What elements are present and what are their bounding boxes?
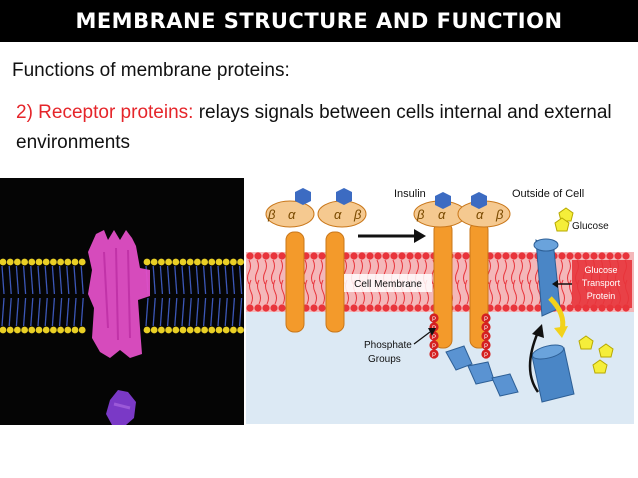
phosphate-p-label: P <box>484 353 488 359</box>
bullet-text: relays signals between cells internal an… <box>16 102 612 153</box>
insulin-label: Insulin <box>394 188 426 200</box>
recycle-arrow-icon <box>528 331 540 393</box>
phosphate-p-label: P <box>484 317 488 323</box>
transporter-vesicle <box>531 344 575 403</box>
phosphate-p-label: P <box>484 344 488 350</box>
activation-arrow-icon <box>358 229 426 243</box>
alpha-label: α <box>438 207 446 222</box>
glucose-pentagon-icon <box>578 335 594 350</box>
glucose-molecules <box>554 207 614 374</box>
phosphate-icon <box>429 340 439 350</box>
membrane-protein-shape <box>88 230 150 358</box>
glucose-transport-protein <box>533 238 561 317</box>
phosphate-p-label: P <box>432 317 436 323</box>
insulin-hexagon-icon <box>336 188 352 205</box>
phosphate-p-label: P <box>484 335 488 341</box>
ligand-molecule <box>106 390 136 425</box>
phosphate-icon <box>481 322 491 332</box>
insulin-hexagon-icon <box>295 188 311 205</box>
slide-subtitle: Functions of membrane proteins: <box>12 60 290 81</box>
insulin-hexagon-icon <box>471 192 487 209</box>
phosphate-icon <box>429 313 439 323</box>
phosphate-p-label: P <box>484 326 488 332</box>
glucose-pentagon-icon <box>592 359 608 374</box>
beta-label: β <box>353 207 362 222</box>
beta-label: β <box>267 207 276 222</box>
outside-cell-label: Outside of Cell <box>512 188 584 200</box>
transport-label: Transport <box>582 278 621 288</box>
beta-label: β <box>495 207 504 222</box>
phosphate-p-label: P <box>432 353 436 359</box>
phosphate-p-label: P <box>432 335 436 341</box>
phosphate-icon <box>481 331 491 341</box>
insulin-hexagon-icon <box>435 192 451 209</box>
transport-label: Glucose <box>584 265 617 275</box>
phosphate-label: Phosphate <box>364 340 412 351</box>
alpha-label: α <box>288 207 296 222</box>
membrane-3d-image <box>0 178 244 425</box>
signal-arrows-icon <box>445 345 519 397</box>
glucose-label: Glucose <box>572 221 609 232</box>
phosphate-p-label: P <box>432 344 436 350</box>
transport-label: Protein <box>587 291 616 301</box>
phosphate-label: Groups <box>368 354 401 365</box>
cell-membrane-label: Cell Membrane <box>354 279 422 290</box>
beta-label: β <box>416 207 425 222</box>
bullet-label: 2) Receptor proteins: <box>16 102 194 123</box>
phosphate-icon <box>429 349 439 359</box>
insulin-receptor-inactive: β α α β <box>265 188 367 333</box>
phosphate-icon <box>481 349 491 359</box>
alpha-label: α <box>476 207 484 222</box>
lipid-bilayer <box>0 258 244 334</box>
slide-title: MEMBRANE STRUCTURE AND FUNCTION <box>0 0 638 42</box>
glucose-pentagon-icon <box>598 343 614 358</box>
phosphate-icon <box>481 340 491 350</box>
alpha-label: α <box>334 207 342 222</box>
glucose-pentagon-icon <box>554 217 570 232</box>
phosphate-icon <box>481 313 491 323</box>
bullet-receptor-proteins: 2) Receptor proteins: relays signals bet… <box>16 98 626 158</box>
